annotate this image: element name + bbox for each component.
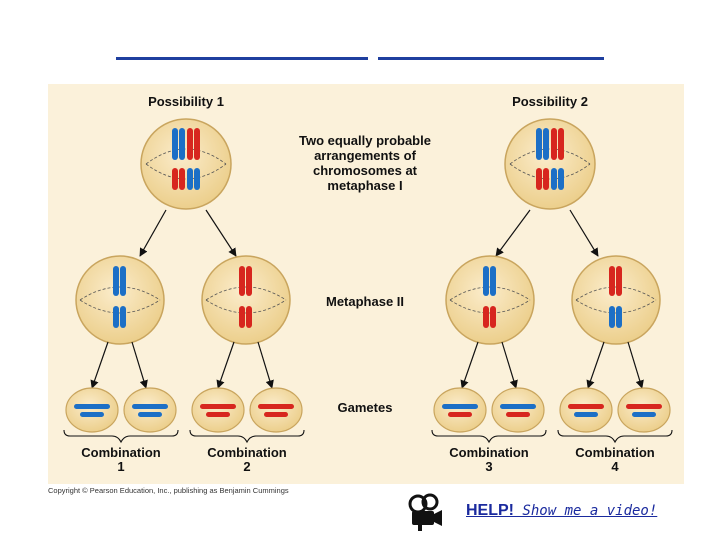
metaphase-ii-cell-4 xyxy=(571,255,661,345)
gametes-combination-3 xyxy=(433,387,545,433)
title-underline-right xyxy=(378,57,604,60)
metaphase-ii-cell-2 xyxy=(201,255,291,345)
arrows-metaphase-i xyxy=(139,209,599,257)
possibility-2-label: Possibility 2 xyxy=(512,94,588,109)
combination-3-label: Combination 3 xyxy=(449,445,528,474)
chromosomes-pair-b xyxy=(536,128,564,190)
help-link-strong: HELP! xyxy=(466,502,514,519)
svg-text:arrangements of: arrangements of xyxy=(314,148,417,163)
svg-text:Two equally probable: Two equally probable xyxy=(299,133,431,148)
svg-text:metaphase I: metaphase I xyxy=(327,178,402,193)
gametes-combination-4 xyxy=(559,387,671,433)
metaphase-ii-cell-3 xyxy=(445,255,535,345)
film-camera-icon[interactable] xyxy=(404,492,444,532)
combination-1-label: Combination 1 xyxy=(81,445,160,474)
svg-text:Combination: Combination xyxy=(207,445,286,460)
metaphase-i-cell-1 xyxy=(140,118,232,210)
svg-text:chromosomes at: chromosomes at xyxy=(313,163,418,178)
svg-text:4: 4 xyxy=(611,459,619,474)
title-underline-left xyxy=(116,57,368,60)
chromosomes-pair-a xyxy=(172,128,200,190)
metaphase-ii-label: Metaphase II xyxy=(326,294,404,309)
possibility-1-label: Possibility 1 xyxy=(148,94,224,109)
combination-2-label: Combination 2 xyxy=(207,445,286,474)
gametes-combination-2 xyxy=(191,387,303,433)
copyright-notice: Copyright © Pearson Education, Inc., pub… xyxy=(48,486,289,495)
gametes-label: Gametes xyxy=(338,400,393,415)
arrows-metaphase-ii xyxy=(90,341,644,389)
metaphase-i-cell-2 xyxy=(504,118,596,210)
combination-brackets xyxy=(63,429,673,444)
svg-text:Combination: Combination xyxy=(449,445,528,460)
svg-text:1: 1 xyxy=(117,459,124,474)
meiosis-figure: Possibility 1 Possibility 2 Two equally … xyxy=(48,84,684,484)
help-link-text: Show me a video! xyxy=(514,503,658,519)
svg-text:Combination: Combination xyxy=(81,445,160,460)
help-video-link[interactable]: HELP! Show me a video! xyxy=(466,502,657,520)
arrangement-note: Two equally probable arrangements of chr… xyxy=(299,133,431,193)
combination-4-label: Combination 4 xyxy=(575,445,654,474)
svg-text:Combination: Combination xyxy=(575,445,654,460)
gametes-combination-1 xyxy=(65,387,177,433)
svg-text:3: 3 xyxy=(485,459,492,474)
metaphase-ii-cell-1 xyxy=(75,255,165,345)
meiosis-diagram: Possibility 1 Possibility 2 Two equally … xyxy=(63,94,673,474)
svg-text:2: 2 xyxy=(243,459,250,474)
